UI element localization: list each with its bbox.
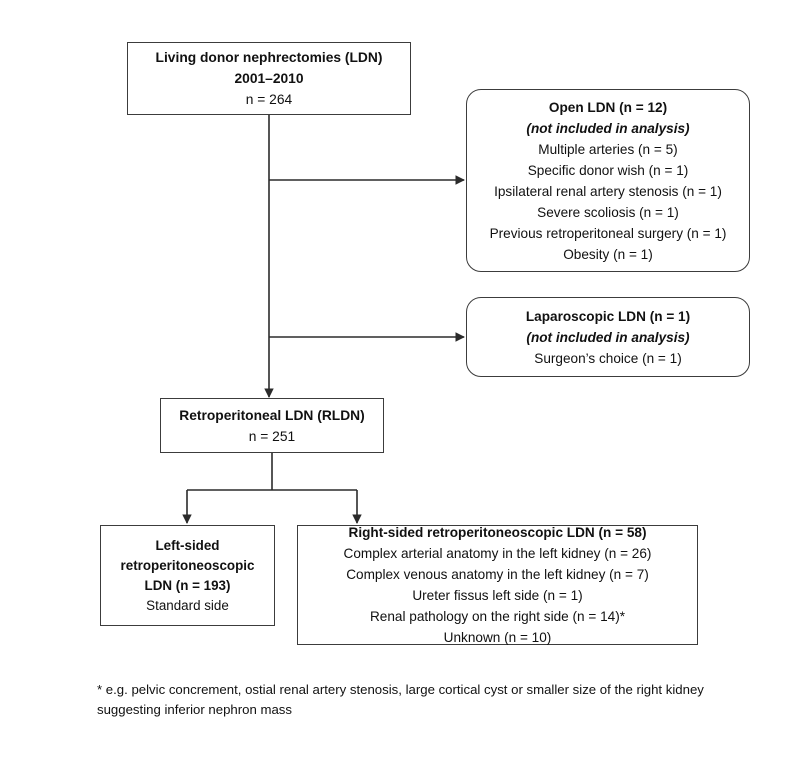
node-left-sided-ldn: Left-sided retroperitoneoscopic LDN (n =… bbox=[100, 525, 275, 626]
node-line: Standard side bbox=[146, 597, 229, 613]
node-right-sided-ldn: Right-sided retroperitoneoscopic LDN (n … bbox=[297, 525, 698, 645]
node-retroperitoneal-ldn: Retroperitoneal LDN (RLDN) n = 251 bbox=[160, 398, 384, 453]
node-laparoscopic-ldn: Laparoscopic LDN (n = 1) (not included i… bbox=[466, 297, 750, 377]
node-open-ldn: Open LDN (n = 12) (not included in analy… bbox=[466, 89, 750, 272]
node-line: Left-sided bbox=[155, 537, 220, 553]
node-line: Laparoscopic LDN (n = 1) bbox=[525, 308, 691, 324]
node-line: (not included in analysis) bbox=[526, 329, 690, 345]
node-line: Ureter fissus left side (n = 1) bbox=[412, 588, 583, 603]
figure-footnote: * e.g. pelvic concrement, ostial renal a… bbox=[97, 682, 704, 717]
node-line: Obesity (n = 1) bbox=[563, 246, 653, 262]
node-line: Specific donor wish (n = 1) bbox=[527, 162, 689, 178]
node-living-donor-nephrectomies: Living donor nephrectomies (LDN) 2001–20… bbox=[127, 42, 411, 115]
node-line: Previous retroperitoneal surgery (n = 1) bbox=[489, 225, 727, 241]
node-line: (not included in analysis) bbox=[526, 120, 690, 136]
node-line: Ipsilateral renal artery stenosis (n = 1… bbox=[494, 183, 722, 199]
node-line: Surgeon’s choice (n = 1) bbox=[534, 350, 682, 366]
node-line: Complex venous anatomy in the left kidne… bbox=[346, 567, 649, 582]
node-line: Renal pathology on the right side (n = 1… bbox=[369, 609, 626, 624]
node-line: retroperitoneoscopic bbox=[120, 557, 255, 573]
node-line: n = 251 bbox=[248, 428, 296, 444]
node-line: Right-sided retroperitoneoscopic LDN (n … bbox=[348, 525, 647, 540]
node-line: 2001–2010 bbox=[234, 71, 304, 86]
node-line: Open LDN (n = 12) bbox=[548, 99, 668, 115]
node-line: Severe scoliosis (n = 1) bbox=[537, 204, 679, 220]
node-line: n = 264 bbox=[245, 92, 293, 107]
node-line: Complex arterial anatomy in the left kid… bbox=[343, 546, 652, 561]
node-line: Multiple arteries (n = 5) bbox=[538, 141, 678, 157]
node-line: LDN (n = 193) bbox=[144, 577, 231, 593]
node-line: Living donor nephrectomies (LDN) bbox=[155, 50, 383, 65]
node-line: Retroperitoneal LDN (RLDN) bbox=[179, 407, 365, 423]
node-line: Unknown (n = 10) bbox=[443, 630, 552, 645]
